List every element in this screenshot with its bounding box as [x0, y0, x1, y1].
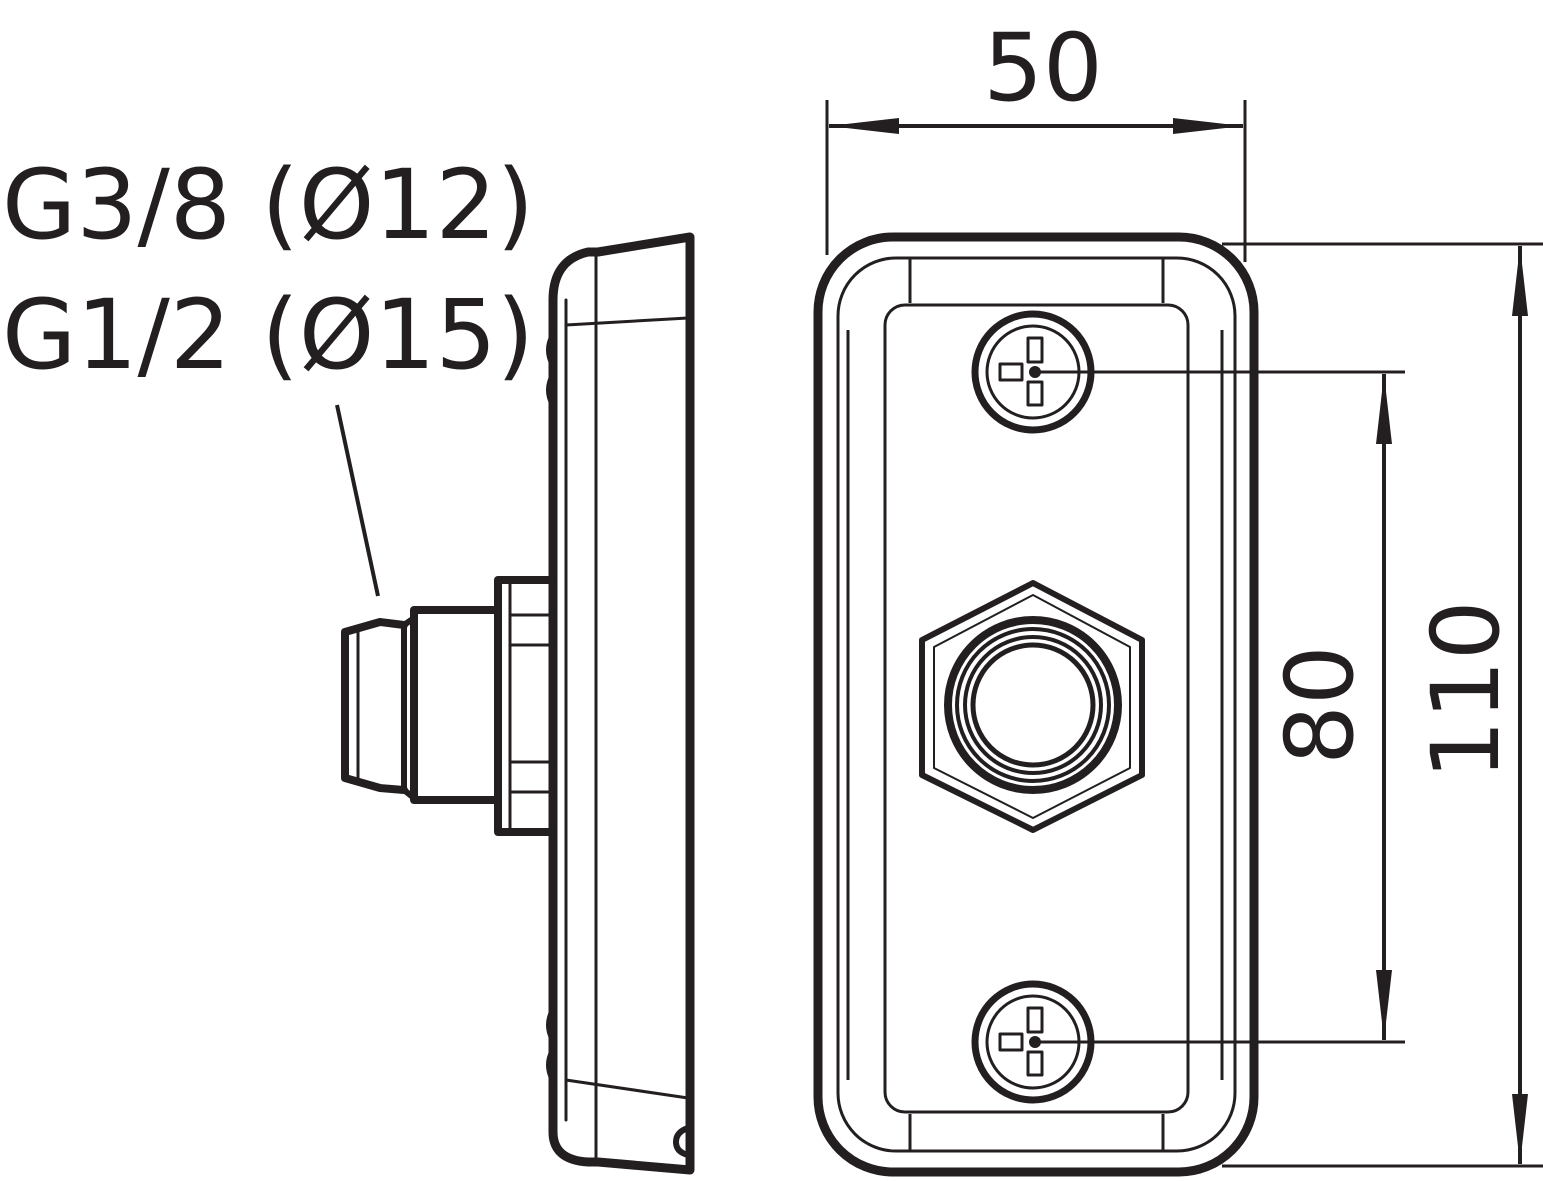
side-view-nut	[494, 576, 557, 836]
side-view-nozzle	[341, 618, 408, 794]
thread-label-g12: G1/2 (Ø15)	[2, 279, 534, 391]
spacing-dimension-label: 80	[1266, 645, 1375, 765]
thread-label-g38: G3/8 (Ø12)	[2, 149, 534, 261]
side-view-body-outline	[548, 232, 695, 1175]
front-view-plate-outer	[813, 232, 1259, 1177]
front-view	[813, 232, 1259, 1177]
center-hex-nut	[919, 580, 1145, 833]
side-view-pipe	[410, 606, 502, 804]
width-dimension-label: 50	[983, 14, 1103, 123]
label-leader-line	[335, 404, 380, 597]
side-view	[341, 232, 695, 1175]
dimension-lines	[825, 100, 1543, 1168]
height-dimension-label: 110	[1412, 600, 1521, 779]
